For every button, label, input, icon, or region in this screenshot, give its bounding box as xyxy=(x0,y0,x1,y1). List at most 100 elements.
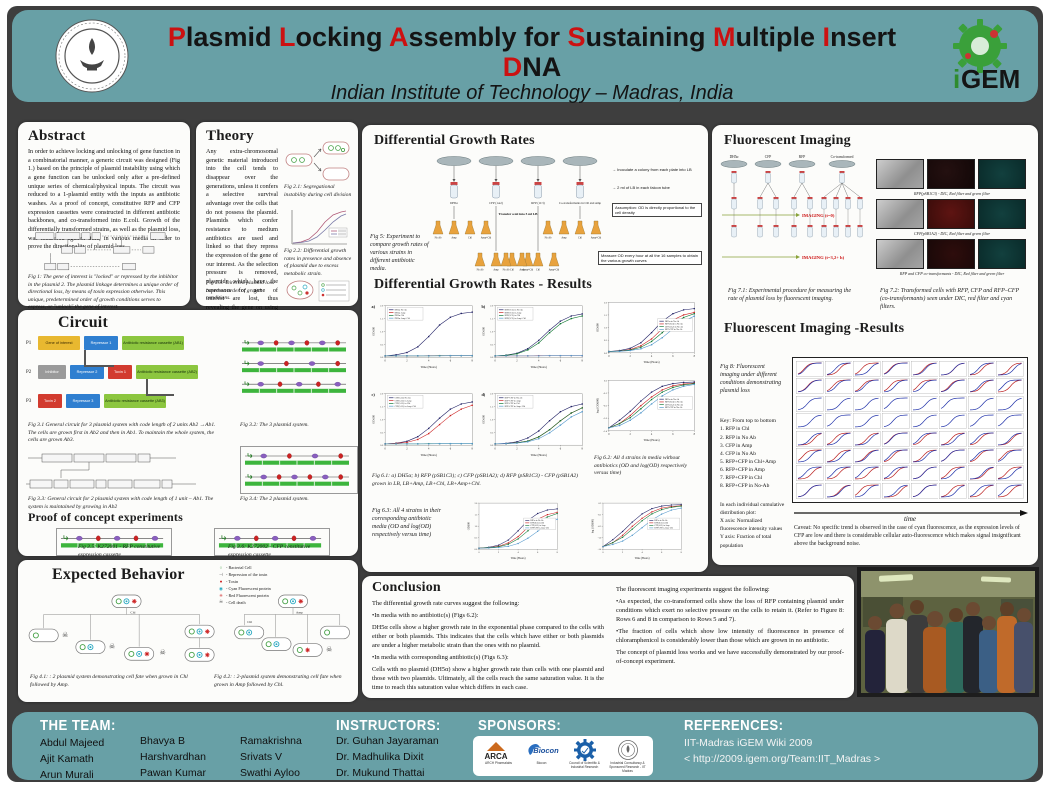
svg-text:6: 6 xyxy=(672,433,674,436)
list-item: Srivats V xyxy=(240,750,283,763)
team-photo xyxy=(857,567,1039,697)
biocon-logo-icon: Biocon xyxy=(527,744,559,755)
abstract-panel: Abstract In order to achieve locking and… xyxy=(18,122,190,310)
dic-image xyxy=(876,199,924,229)
sponsor-arch: ARCA ARCH Pharmalabs xyxy=(477,739,520,766)
list-item: •As expected, the co-transformed cells s… xyxy=(616,597,844,623)
svg-text:2.0: 2.0 xyxy=(380,393,384,396)
fig41-caption: Fig 4.1: : 2 plasmid system demonstratin… xyxy=(30,674,188,688)
svg-text:6: 6 xyxy=(560,359,562,362)
fig34-plasmid-map xyxy=(240,446,358,494)
svg-text:-0.1: -0.1 xyxy=(603,392,608,395)
fig22-caption: Fig 2.2: Differential growth rates in pr… xyxy=(284,248,352,277)
image-row-caption: RFP(pSB1C3) - DIC, Red filter and green … xyxy=(913,191,991,196)
svg-text:No Ab: No Ab xyxy=(503,269,511,272)
svg-text:-0.5: -0.5 xyxy=(598,526,602,528)
list-item: Bhavya B xyxy=(140,735,185,747)
svg-text:1.5: 1.5 xyxy=(380,318,384,321)
svg-text:0: 0 xyxy=(478,551,480,554)
svg-text:1.5: 1.5 xyxy=(490,406,494,409)
svg-text:1.5: 1.5 xyxy=(380,406,384,409)
fig72-image-grid: RFP(pSB1C3) - DIC, Red filter and green … xyxy=(876,159,1028,279)
svg-text:Time (Hours): Time (Hours) xyxy=(644,360,660,364)
legend-marker-icon: ◉ xyxy=(218,585,223,591)
svg-text:2: 2 xyxy=(630,355,632,358)
svg-text:CFP (1A2): CFP (1A2) xyxy=(489,201,503,205)
list-item: •In media with corresponding antibiotic(… xyxy=(372,653,509,661)
cyan-filter-image xyxy=(978,239,1026,269)
svg-text:DH5α in No Ab: DH5α in No Ab xyxy=(530,519,543,522)
svg-text:RFP(1C3) in Amp+Chl: RFP(1C3) in Amp+Chl xyxy=(505,317,527,320)
circuit-box: Repressor 1 xyxy=(84,336,118,350)
red-filter-image xyxy=(927,159,975,189)
svg-text:1.0: 1.0 xyxy=(490,418,494,421)
theory-heading: Theory xyxy=(206,128,254,144)
svg-text:☠: ☠ xyxy=(62,631,68,639)
svg-text:0.0: 0.0 xyxy=(604,352,608,355)
svg-text:4: 4 xyxy=(538,359,540,362)
svg-text:CFP(1A2) in No Ab: CFP(1A2) in No Ab xyxy=(665,403,684,406)
svg-text:RFP(1C3) in Chl: RFP(1C3) in Chl xyxy=(654,522,668,525)
svg-text:2: 2 xyxy=(516,447,518,450)
svg-text:-1.0: -1.0 xyxy=(603,417,608,420)
axis-note-x: X axis: Normalized fluorescence intensit… xyxy=(720,518,783,533)
conclusion-heading: Conclusion xyxy=(372,580,441,595)
theory-body: Any extra-chromosomal genetic material i… xyxy=(206,148,278,328)
svg-text:0.0: 0.0 xyxy=(380,356,384,359)
svg-text:Amp+Chl: Amp+Chl xyxy=(591,237,602,240)
svg-text:Time (Hours): Time (Hours) xyxy=(530,453,546,457)
legend-item: ✳ - Red Fluorescent protein xyxy=(219,592,269,598)
svg-text:RFP(1C3) in Chl: RFP(1C3) in Chl xyxy=(530,522,544,525)
svg-text:-1.4: -1.4 xyxy=(598,549,602,551)
list-item: The fluorescent imaging experiments sugg… xyxy=(616,586,770,593)
team-heading: THE TEAM: xyxy=(40,717,116,734)
time-axis: time xyxy=(792,509,1028,523)
svg-text:0.3: 0.3 xyxy=(599,503,603,505)
svg-text:Amp+Chl: Amp+Chl xyxy=(523,269,534,272)
list-item: 2. RFP in No Ab xyxy=(720,434,756,441)
svg-text:IMAGING (t=3,2+ h): IMAGING (t=3,2+ h) xyxy=(802,255,845,260)
list-item: 8. RFP+CFP in No-Ab xyxy=(720,483,770,490)
expected-legend: ○ - Bacterial Cell⊣ - Repression of the … xyxy=(218,565,318,606)
svg-text:CFP(1A2) in Amp: CFP(1A2) in Amp xyxy=(395,399,413,402)
svg-text:Amp: Amp xyxy=(493,269,499,272)
svg-text:Chl: Chl xyxy=(468,237,472,240)
svg-text:ARCA: ARCA xyxy=(484,752,507,761)
svg-text:☠: ☠ xyxy=(159,648,165,656)
dic-image xyxy=(876,159,924,189)
connector-line xyxy=(146,394,174,396)
icsr-logo-icon xyxy=(617,740,638,760)
fig36-caption: Fig 3.6: K272002 - CFP constitutive expr… xyxy=(228,544,311,558)
fig32-caption: Fig 3.2: The 3 plasmid system. xyxy=(240,422,309,428)
svg-text:2: 2 xyxy=(516,359,518,362)
svg-text:0.5: 0.5 xyxy=(604,339,608,342)
list-item: Dr. Mukund Thattai xyxy=(336,766,425,779)
svg-text:RFP(1C3) in No Ab: RFP(1C3) in No Ab xyxy=(665,401,684,404)
image-row xyxy=(876,199,1028,229)
svg-text:OD600: OD600 xyxy=(372,327,376,336)
svg-text:Time (Hours): Time (Hours) xyxy=(420,365,436,369)
svg-text:0.5: 0.5 xyxy=(475,538,479,540)
svg-text:0: 0 xyxy=(494,359,496,362)
fluor-heading: Fluorescent Imaging xyxy=(724,133,851,148)
svg-text:Biocon: Biocon xyxy=(533,746,559,755)
fig8-caption: Fig 8: Fluorescent imaging under differe… xyxy=(720,364,782,395)
svg-text:RFP-CFP in Amp: RFP-CFP in Amp xyxy=(505,399,522,402)
fig23-caption: Fig 2.3: Directed plasmid loss based on … xyxy=(206,280,274,302)
reference-url: < http://2009.igem.org/Team:IIT_Madras > xyxy=(684,753,881,765)
fluor-results-heading: Fluorescent Imaging -Results xyxy=(724,321,905,336)
svg-text:RFP-CFP in No Ab: RFP-CFP in No Ab xyxy=(665,406,683,409)
svg-text:8: 8 xyxy=(694,433,696,436)
svg-text:Amp: Amp xyxy=(561,237,567,240)
igem-logo-i: i xyxy=(953,64,960,94)
list-item: 4. CFP in No Ab xyxy=(720,450,756,457)
legend-marker-icon: ☠ xyxy=(218,599,224,605)
svg-text:2: 2 xyxy=(630,433,632,436)
